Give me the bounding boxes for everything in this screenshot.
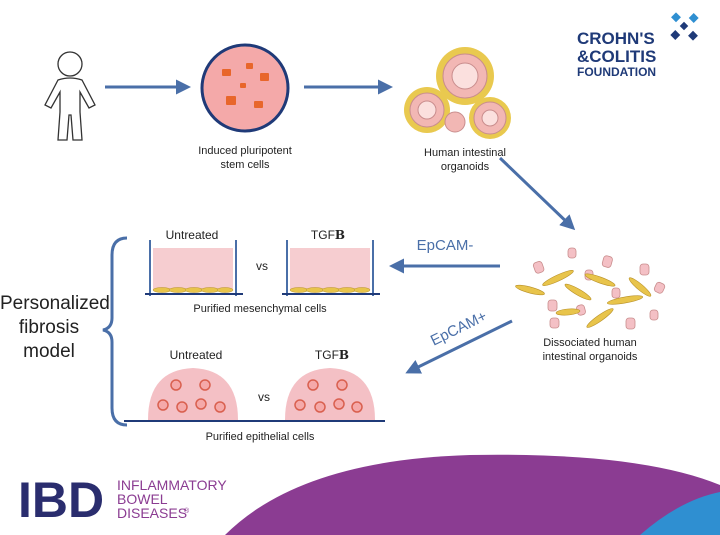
footer-blue-arc bbox=[640, 492, 720, 535]
dissociated-cells bbox=[515, 247, 666, 330]
mesenchymal-label: Purified mesenchymal cells bbox=[193, 303, 327, 315]
epithelial-label: Purified epithelial cells bbox=[205, 431, 315, 443]
ccf-logo-line2: &COLITIS bbox=[577, 47, 656, 66]
untreated-bottom-label: Untreated bbox=[169, 348, 223, 362]
untreated-top-label: Untreated bbox=[165, 228, 219, 242]
vs-top-label: vs bbox=[256, 259, 268, 273]
vs-bottom-label: vs bbox=[258, 390, 270, 404]
footer-purple-arc bbox=[225, 454, 720, 535]
tgf-bottom-label: TGFB bbox=[297, 348, 367, 362]
ibd-logo-line2: BOWEL bbox=[117, 491, 168, 507]
ibd-logo-reg: ® bbox=[184, 507, 190, 515]
ibd-logo-main: IBD bbox=[18, 472, 104, 528]
tgf-top-label: TGFB bbox=[293, 228, 363, 242]
tgf-top-beta: B bbox=[334, 228, 346, 242]
ibd-logo-line1: INFLAMMATORY bbox=[117, 477, 227, 493]
ipsc-label: Induced pluripotent stem cells bbox=[198, 145, 292, 171]
ccf-logo-line1: CROHN'S bbox=[577, 29, 655, 48]
arrow-organoids-to-dissociated bbox=[498, 156, 576, 231]
ipsc-dish bbox=[200, 43, 290, 133]
patient-icon bbox=[44, 51, 96, 141]
intestinal-organoids bbox=[404, 47, 511, 139]
model-bracket bbox=[102, 236, 128, 427]
mesenchymal-well-tgf bbox=[282, 240, 380, 296]
dissociated-label: Dissociated human intestinal organoids bbox=[542, 337, 638, 363]
ccf-logo-line3: FOUNDATION bbox=[577, 65, 656, 79]
arrow-epcam-plus bbox=[405, 319, 513, 374]
personalized-model-label: Personalized fibrosis model bbox=[0, 293, 110, 362]
epithelial-dome-untreated bbox=[124, 368, 385, 422]
tgf-top-text: TGF bbox=[310, 228, 335, 242]
ccf-logo-mark bbox=[670, 12, 699, 41]
tgf-bottom-beta: B bbox=[338, 348, 350, 362]
epithelial-dome-tgf bbox=[285, 368, 375, 420]
ibd-logo-line3: DISEASES bbox=[117, 505, 187, 521]
organoids-label: Human intestinal organoids bbox=[424, 147, 506, 173]
mesenchymal-well-untreated bbox=[145, 240, 243, 296]
tgf-bottom-text: TGF bbox=[314, 348, 339, 362]
epcam-minus-label: EpCAM- bbox=[416, 237, 474, 254]
